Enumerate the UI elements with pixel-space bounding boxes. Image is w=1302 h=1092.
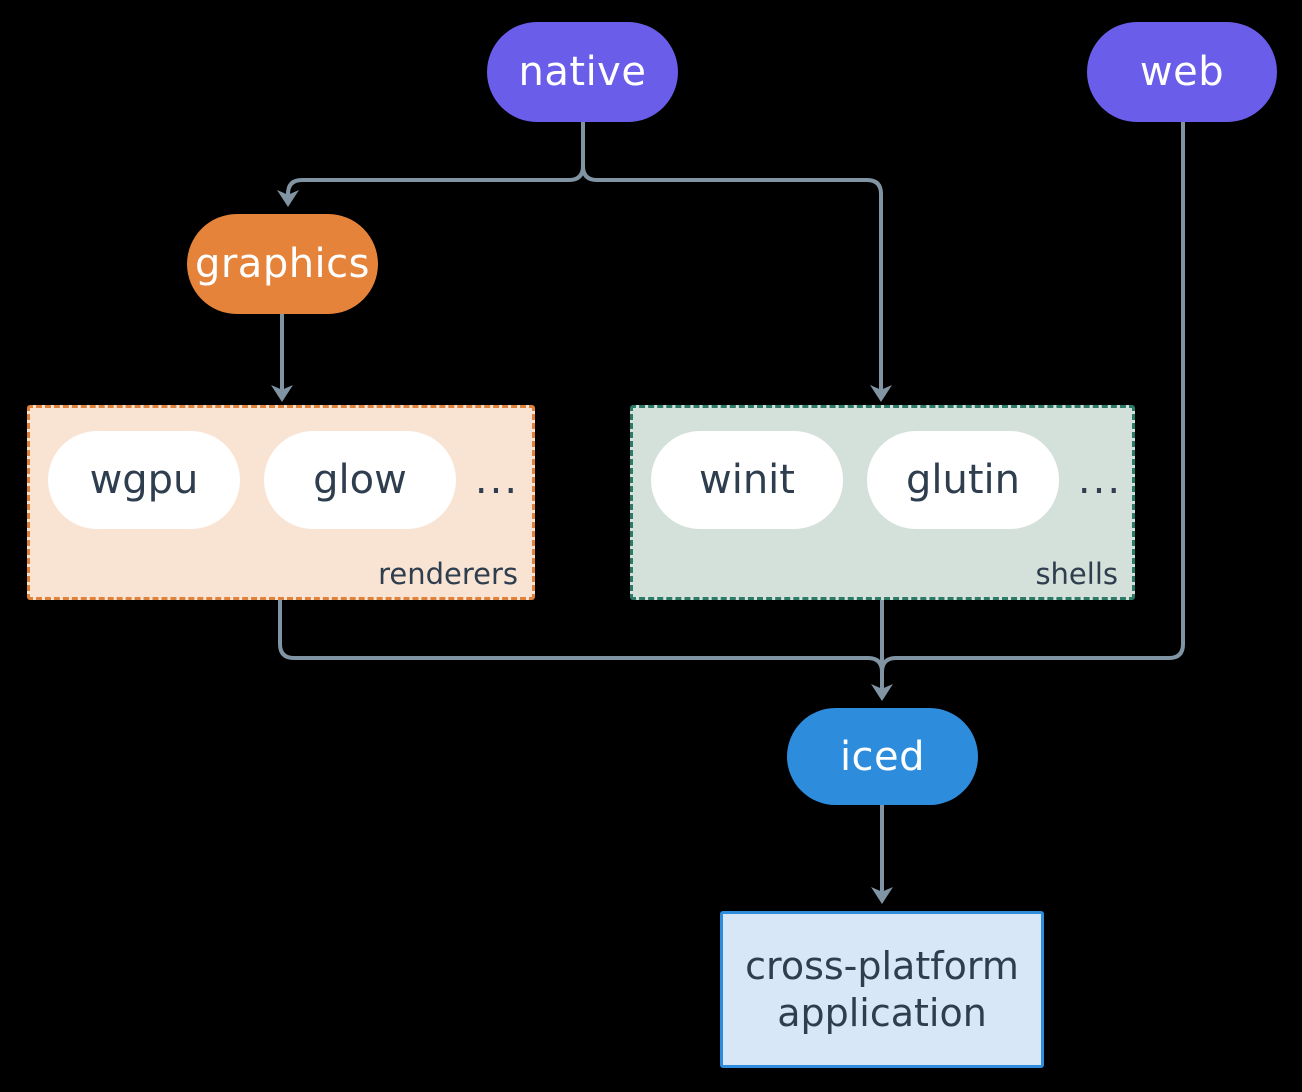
- node-application: cross-platform application: [720, 911, 1044, 1068]
- node-iced-label: iced: [839, 733, 926, 780]
- edge-renderers-iced: [278, 600, 884, 673]
- node-glow: glow: [264, 431, 456, 529]
- node-native-label: native: [518, 49, 647, 95]
- node-glutin-label: glutin: [905, 457, 1020, 503]
- arrowhead-into-iced: [871, 684, 893, 701]
- edge-native-shells: [581, 122, 883, 390]
- renderers-group-label: renderers: [378, 557, 518, 591]
- node-winit: winit: [651, 431, 843, 529]
- renderers-group: wgpu glow ... renderers: [27, 405, 535, 600]
- node-winit-label: winit: [699, 457, 795, 503]
- arrowhead-into-shells: [870, 385, 892, 402]
- application-label-line2: application: [777, 990, 987, 1035]
- node-web: web: [1087, 22, 1277, 122]
- arrowhead-into-renderers: [271, 385, 293, 402]
- shells-group: winit glutin ... shells: [630, 405, 1135, 600]
- node-wgpu: wgpu: [48, 431, 240, 529]
- node-web-label: web: [1139, 49, 1225, 95]
- node-glow-label: glow: [313, 457, 407, 503]
- arrowhead-into-application: [871, 887, 893, 904]
- node-graphics: graphics: [187, 214, 378, 314]
- node-graphics-label: graphics: [194, 241, 371, 287]
- node-iced: iced: [787, 708, 978, 805]
- shells-group-label: shells: [1035, 557, 1118, 591]
- edge-native-graphics: [286, 122, 585, 196]
- shells-ellipsis: ...: [1077, 457, 1123, 503]
- arrowhead-into-graphics: [277, 190, 299, 207]
- application-label-line1: cross-platform: [745, 943, 1019, 988]
- renderers-ellipsis: ...: [474, 457, 520, 503]
- node-native: native: [487, 22, 678, 122]
- node-glutin: glutin: [867, 431, 1059, 529]
- node-wgpu-label: wgpu: [89, 457, 199, 503]
